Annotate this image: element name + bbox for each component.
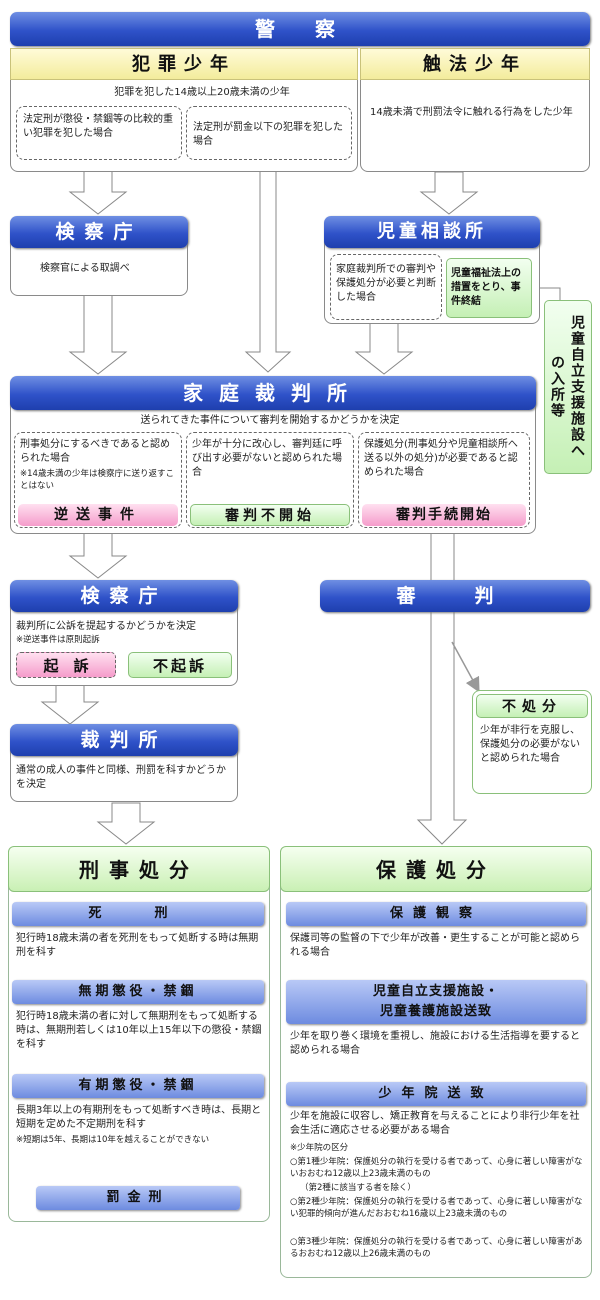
jiritsu-header: 児童自立支援施設・ 児童養護施設送致 (286, 980, 586, 1024)
jido-option-welfare: 児童福祉法上の措置をとり、事件終結 (446, 258, 532, 318)
kansatsu-desc: 保護司等の監督の下で少年が改善・更生することが可能と認められる場合 (290, 933, 580, 958)
saibansho-header: 裁判所 (10, 724, 238, 756)
jido-header: 児童相談所 (324, 216, 540, 248)
kensatsu2-note: ※逆送事件は原則起訴 (16, 635, 100, 645)
keiji-header: 刑事処分 (8, 846, 270, 892)
jiritsu-title-line2: 児童養護施設送致 (379, 1004, 492, 1019)
katei-desc: 送られてきた事件について審判を開始するかどうかを決定 (140, 415, 400, 426)
jiritsu-title-line1: 児童自立支援施設・ (372, 984, 499, 999)
katei-col3-text: 保護処分(刑事処分や児童相談所へ送る以外の処分)が必要であると認められた場合 (364, 439, 518, 478)
fushobun-header: 不処分 (476, 694, 588, 718)
shinpan-header: 審 判 (320, 580, 590, 612)
yuki-desc: 長期3年以上の有期刑をもって処断すべき時は、長期と短期を定めた不定期刑を科す (16, 1105, 262, 1130)
bakkin-header: 罰金刑 (36, 1186, 240, 1210)
kensatsu1-desc: 検察官による取調べ (40, 263, 130, 274)
arrow-hanzai-to-katei (244, 159, 292, 373)
jido-option-court: 家庭裁判所での審判や保護処分が必要と判断した場合 (330, 254, 442, 320)
shonenin-desc: 少年を施設に収容し、矯正教育を与えることにより非行少年を社会生活に適応させる必要… (290, 1111, 580, 1136)
shonenin-type1: ○第1種少年院：保護処分の執行を受ける者であって、心身に著しい障害がないおおむね… (290, 1157, 583, 1179)
hanzai-option-fine: 法定刑が罰金以下の犯罪を犯した場合 (186, 106, 352, 160)
shokuho-header: 触法少年 (360, 48, 590, 80)
hanzai-option-heavy: 法定刑が懲役・禁錮等の比較的重い犯罪を犯した場合 (16, 106, 182, 160)
arrow-shinpan-to-hogo (416, 529, 468, 845)
yuki-header: 有期懲役・禁錮 (12, 1074, 264, 1098)
kensatsu2-header: 検察庁 (10, 580, 238, 612)
fushobun-desc: 少年が非行を克服し、保護処分の必要がないと認められた場合 (480, 725, 580, 764)
police-header: 警 察 (10, 12, 590, 46)
shonenin-type1-note: （第2種に該当する者を除く） (300, 1183, 416, 1193)
arrow-hanzai-to-kensatsu (68, 164, 128, 215)
kensatsu2-desc: 裁判所に公訴を提起するかどうかを決定 (16, 621, 196, 632)
shonenin-kubun: ※少年院の区分 (290, 1143, 349, 1153)
jiritsu-side-box: 児童自立支援施設への入所等 (544, 300, 592, 474)
muki-desc: 犯行時18歳未満の者に対して無期刑をもって処断する時は、無期刑若しくは10年以上… (16, 1011, 262, 1050)
arrow-gyakuso-to-kensatsu (68, 531, 128, 579)
katei-col1-note: ※14歳未満の少年は検察庁に送り返すことはない (20, 469, 174, 491)
shonenin-type3: ○第3種少年院：保護処分の執行を受ける者であって、心身に著しい障害があるおおむね… (290, 1237, 583, 1259)
shinpan-fukaishi-label: 審判不開始 (190, 504, 350, 526)
shonenin-header: 少年院送致 (286, 1082, 586, 1106)
gyakuso-label: 逆送事件 (18, 504, 178, 526)
muki-header: 無期懲役・禁錮 (12, 980, 264, 1004)
arrow-shokuho-to-jido (419, 171, 479, 215)
yuki-note: ※短期は5年、長期は10年を越えることができない (16, 1135, 210, 1145)
shonenin-type2: ○第2種少年院：保護処分の執行を受ける者であって、心身に著しい障害がない犯罪的傾… (290, 1197, 583, 1219)
jiritsu-desc: 少年を取り巻く環境を重視し、施設における生活指導を要すると認められる場合 (290, 1031, 580, 1056)
arrow-jido-to-katei (354, 321, 414, 375)
kensatsu1-header: 検察庁 (10, 216, 188, 248)
shinpan-kaishi-label: 審判手続開始 (362, 504, 526, 526)
hogo-header: 保護処分 (280, 846, 592, 892)
shokuho-desc: 14歳未満で刑罰法令に触れる行為をした少年 (370, 107, 573, 118)
katei-header: 家庭裁判所 (10, 376, 536, 410)
saibansho-desc: 通常の成人の事件と同様、刑罰を科すかどうかを決定 (16, 765, 226, 790)
hanzai-desc: 犯罪を犯した14歳以上20歳未満の少年 (114, 87, 290, 98)
kansatsu-header: 保護観察 (286, 902, 586, 926)
arrow-saibansho-to-keiji (96, 802, 156, 845)
fukiso-label: 不起訴 (128, 652, 232, 678)
katei-col2-text: 少年が十分に改心し、審判廷に呼び出す必要がないと認められた場合 (192, 439, 342, 478)
hanzai-header: 犯罪少年 (10, 48, 358, 80)
shikei-header: 死 刑 (12, 902, 264, 926)
arrow-kensatsu-to-katei (68, 294, 128, 375)
shikei-desc: 犯行時18歳未満の者を死刑をもって処断する時は無期刑を科す (16, 933, 259, 958)
kiso-label: 起 訴 (16, 652, 116, 678)
katei-col1-text: 刑事処分にするべきであると認められた場合 (20, 439, 170, 464)
arrow-jido-to-jiritsu (532, 287, 561, 300)
arrow-shinpan-to-fushobun (451, 641, 480, 693)
